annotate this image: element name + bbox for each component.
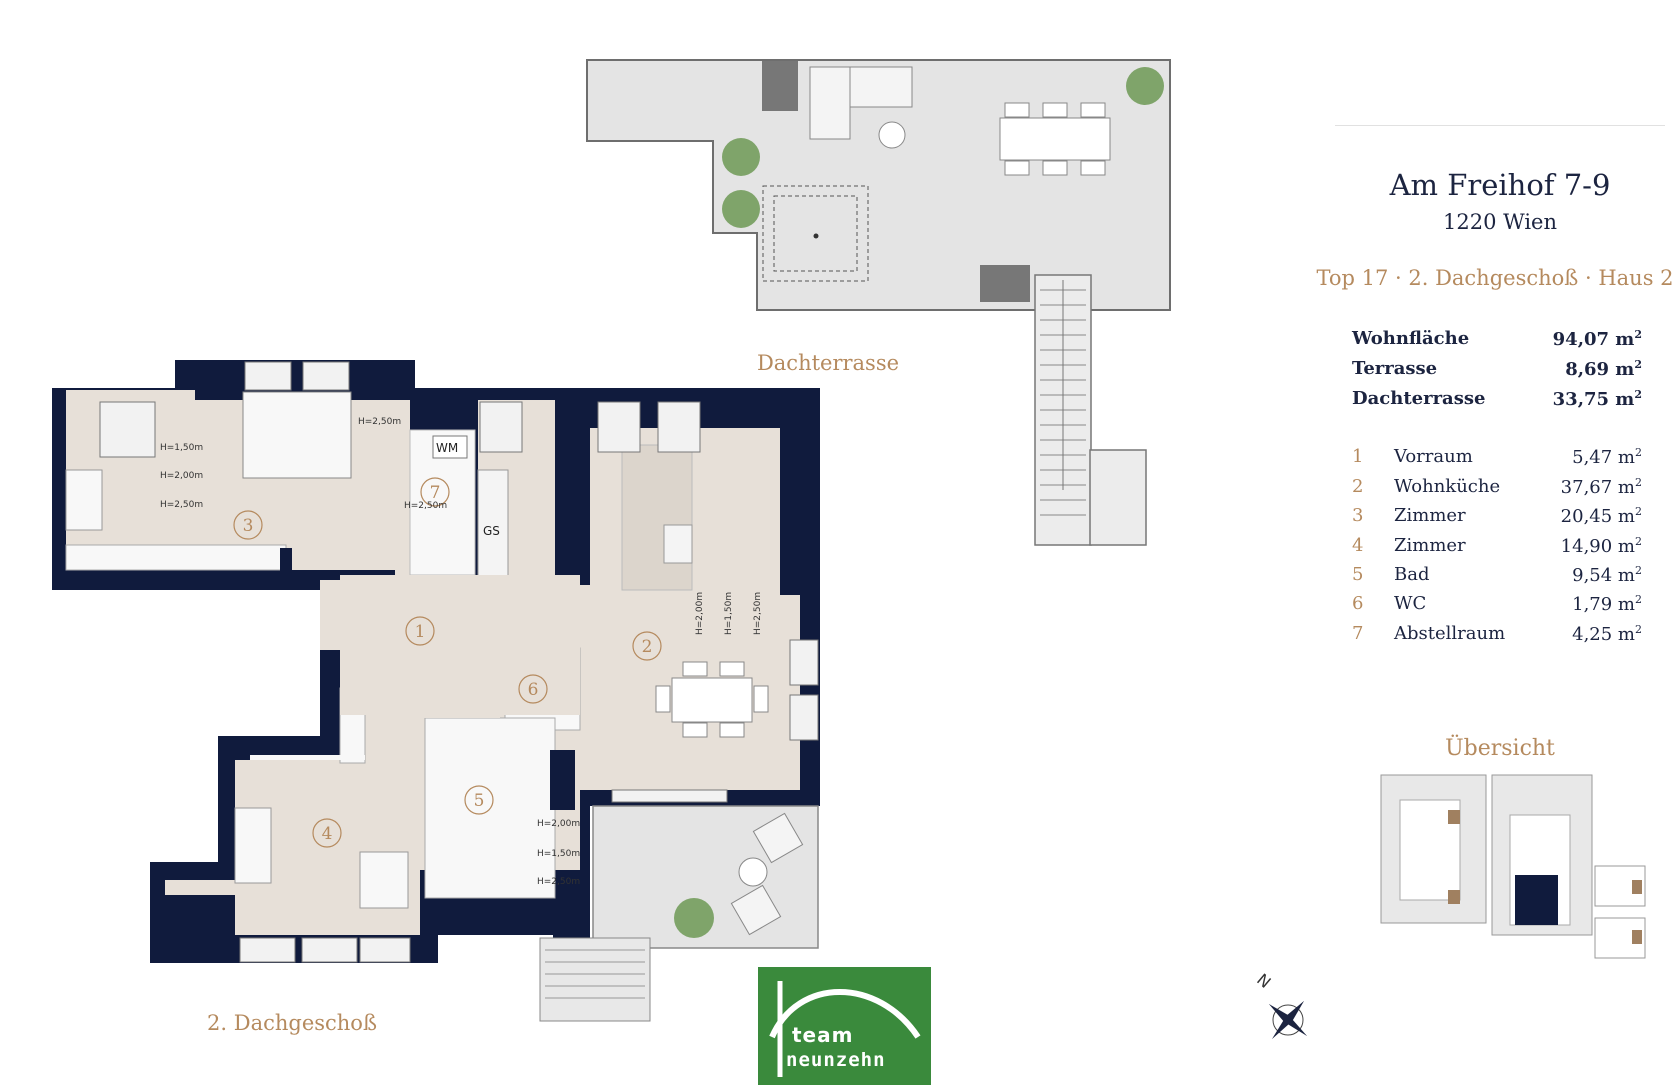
room-name: Bad xyxy=(1394,564,1430,585)
svg-text:H=2,50m: H=2,50m xyxy=(160,500,203,510)
logo-line1: team xyxy=(792,1023,854,1047)
terrace-label: Dachterrasse xyxy=(757,351,899,375)
room-area: 9,54 m xyxy=(1572,565,1635,586)
logo-line2: neunzehn xyxy=(786,1049,886,1071)
overview-label: Übersicht xyxy=(1445,736,1555,761)
summary-label: Terrasse xyxy=(1352,358,1438,379)
svg-text:H=1,50m: H=1,50m xyxy=(160,443,203,453)
room-name: Abstellraum xyxy=(1394,623,1506,644)
svg-text:H=2,50m: H=2,50m xyxy=(537,877,580,887)
room-area: 4,25 m xyxy=(1572,624,1635,645)
summary-label: Wohnfläche xyxy=(1352,328,1470,349)
svg-text:H=1,50m: H=1,50m xyxy=(724,592,734,635)
compass-north-label: N xyxy=(1253,970,1274,992)
svg-text:2: 2 xyxy=(642,637,653,657)
svg-text:H=2,00m: H=2,00m xyxy=(537,819,580,829)
city: 1220 Wien xyxy=(1442,210,1557,234)
svg-text:H=2,50m: H=2,50m xyxy=(753,592,763,635)
logo-arc-icon xyxy=(769,981,921,1077)
summary-label: Dachterrasse xyxy=(1352,388,1486,409)
overview-map xyxy=(1380,774,1646,959)
room-marker-7: 7 xyxy=(420,477,450,507)
svg-text:H=2,50m: H=2,50m xyxy=(404,501,447,511)
room-name: Wohnküche xyxy=(1394,476,1501,497)
room-number: 7 xyxy=(1352,623,1364,644)
svg-text:3: 3 xyxy=(243,516,254,536)
room-marker-6: 6 xyxy=(518,674,548,704)
svg-text:H=2,50m: H=2,50m xyxy=(358,417,401,427)
room-name: Zimmer xyxy=(1394,505,1466,526)
room-number: 2 xyxy=(1352,476,1364,497)
unit-info: Top 17 · 2. Dachgeschoß · Haus 2 xyxy=(1316,266,1674,290)
summary-row: Wohnfläche 94,07 m2 xyxy=(1352,328,1642,350)
room-number: 3 xyxy=(1352,505,1364,526)
apartment-walls xyxy=(52,360,820,982)
height-labels: H=2,50m H=1,50m H=2,00m H=2,50m H=2,50m … xyxy=(160,417,763,887)
room-name: Vorraum xyxy=(1394,446,1473,467)
summary-value: 8,69 m xyxy=(1565,359,1635,380)
summary-row: Terrasse 8,69 m2 xyxy=(1352,358,1642,380)
room-area: 1,79 m xyxy=(1572,594,1635,615)
room-marker-5: 5 xyxy=(464,785,494,815)
room-number: 6 xyxy=(1352,593,1364,614)
svg-text:1: 1 xyxy=(415,622,426,642)
summary-value: 94,07 m xyxy=(1552,329,1635,350)
room-number: 4 xyxy=(1352,535,1364,556)
svg-text:H=2,00m: H=2,00m xyxy=(695,592,705,635)
room-name: WC xyxy=(1394,593,1427,614)
roof-terrace xyxy=(586,59,1171,311)
room-name: Zimmer xyxy=(1394,535,1466,556)
svg-text:7: 7 xyxy=(430,483,441,503)
svg-text:H=2,00m: H=2,00m xyxy=(160,471,203,481)
svg-text:H=1,50m: H=1,50m xyxy=(537,849,580,859)
room-marker-3: 3 xyxy=(233,510,263,540)
lower-terrace xyxy=(539,805,819,1022)
room-marker-4: 4 xyxy=(312,818,342,848)
svg-text:4: 4 xyxy=(322,824,333,844)
floor-label: 2. Dachgeschoß xyxy=(207,1011,377,1035)
divider xyxy=(1335,125,1665,126)
summary-row: Dachterrasse 33,75 m2 xyxy=(1352,388,1642,410)
compass-icon: N xyxy=(1253,970,1308,1040)
room-number: 5 xyxy=(1352,564,1364,585)
room-area: 14,90 m xyxy=(1560,536,1635,557)
room-marker-1: 1 xyxy=(405,616,435,646)
gs-label: GS xyxy=(483,524,500,538)
appliance-labels: WM GS xyxy=(432,435,500,538)
room-marker-2: 2 xyxy=(632,631,662,661)
wm-label: WM xyxy=(436,441,458,455)
svg-text:5: 5 xyxy=(474,791,485,811)
room-number: 1 xyxy=(1352,446,1364,467)
summary-value: 33,75 m xyxy=(1552,389,1635,410)
svg-text:6: 6 xyxy=(528,680,539,700)
room-markers: 1 2 3 4 5 6 7 xyxy=(233,477,662,848)
staircase xyxy=(1034,274,1147,546)
room-area: 5,47 m xyxy=(1572,447,1635,468)
company-logo: team neunzehn xyxy=(758,967,931,1085)
room-area: 20,45 m xyxy=(1560,506,1635,527)
room-area: 37,67 m xyxy=(1560,477,1635,498)
address: Am Freihof 7-9 xyxy=(1389,168,1611,202)
